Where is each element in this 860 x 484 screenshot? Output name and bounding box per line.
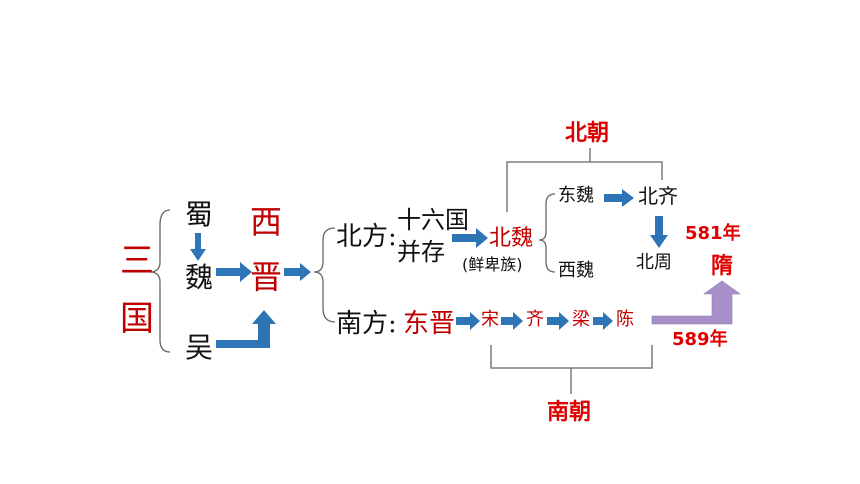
northern-dynasties-bracket	[506, 161, 663, 212]
sui-label: 隋	[711, 254, 734, 279]
northern-qi: 北齐	[638, 184, 678, 208]
song-to-qi-arrow	[501, 312, 523, 330]
dynasty-qi: 齐	[526, 309, 544, 330]
sui-founded-year: 581年	[685, 223, 741, 244]
three-kingdoms-label-bottom: 国	[120, 299, 154, 339]
shu-to-wei-arrow	[190, 233, 206, 261]
western-wei: 西魏	[558, 260, 594, 281]
qi-to-zhou-arrow	[650, 216, 668, 248]
wei-to-jin-arrow	[216, 262, 252, 282]
east-wei-to-qi-arrow	[604, 189, 634, 207]
western-jin-char-1: 西	[250, 203, 283, 241]
eastern-jin: 东晋	[403, 309, 456, 339]
liang-to-chen-arrow	[593, 312, 613, 330]
western-jin-char-2: 晋	[250, 258, 283, 296]
three-kingdoms-label-top: 三	[120, 241, 154, 281]
three-kingdoms-brace	[149, 209, 171, 353]
kingdom-shu: 蜀	[185, 198, 214, 231]
western-jin-brace	[313, 227, 336, 323]
kingdom-wu: 吴	[185, 331, 214, 364]
qi-to-liang-arrow	[547, 312, 569, 330]
north-label: 北方:	[336, 222, 397, 252]
sixteen-to-wei-arrow	[452, 228, 488, 248]
sixteen-kingdoms-line1: 十六国	[397, 206, 469, 234]
southern-dynasties-bracket	[490, 345, 653, 369]
sui-unified-year: 589年	[672, 329, 728, 350]
northern-wei: 北魏	[489, 226, 534, 251]
northern-wei-note: (鲜卑族)	[462, 255, 523, 274]
chen-to-sui-arrow	[651, 280, 741, 325]
wu-to-jin-arrow	[216, 310, 276, 348]
southern-dynasties-title: 南朝	[547, 400, 592, 425]
dynasty-liang: 梁	[572, 309, 590, 330]
northern-wei-brace	[538, 193, 556, 273]
eastern-wei: 东魏	[558, 185, 594, 206]
kingdom-wei: 魏	[185, 261, 214, 294]
south-label: 南方:	[336, 309, 397, 339]
dynasty-chen: 陈	[616, 309, 634, 330]
northern-zhou: 北周	[636, 252, 672, 273]
dynasty-song: 宋	[481, 309, 499, 330]
jin-to-split-arrow	[284, 263, 311, 281]
northern-dynasties-title: 北朝	[565, 121, 610, 146]
jin-to-song-arrow	[456, 312, 480, 330]
sixteen-kingdoms-line2: 并存	[397, 238, 445, 266]
